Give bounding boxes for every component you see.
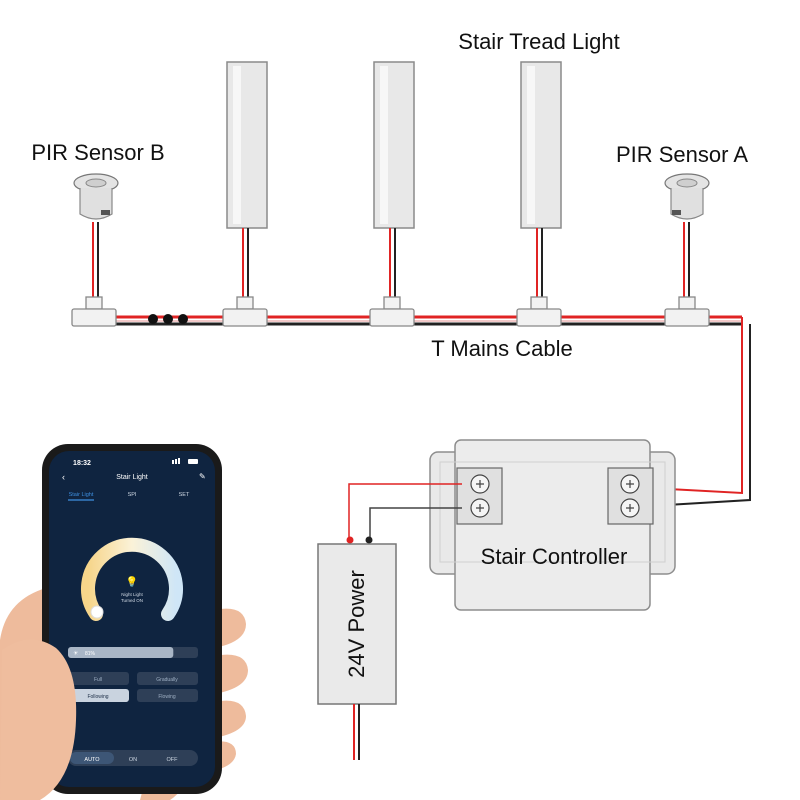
mode-off-button[interactable]: OFF [167,757,179,763]
option-gradually-label: Gradually [156,677,178,683]
status-icons [172,458,198,464]
label-pir-sensor-a: PIR Sensor A [616,142,748,167]
stair-tread-light-3 [520,61,562,300]
app-title: Stair Light [116,474,148,481]
back-icon[interactable]: ‹ [62,472,65,482]
mode-auto-label: AUTO [84,757,100,763]
tab-spi[interactable]: SPI [128,492,137,498]
brightness-value: 81% [85,651,96,657]
t-connectors [71,296,710,327]
label-stair-controller: Stair Controller [481,544,628,569]
thumb [0,639,77,800]
night-light-line1: Night Light [121,592,143,597]
brightness-fill [68,647,174,658]
terminal-block-right [607,467,654,525]
stair-tread-light-1 [226,61,268,300]
mode-on-button[interactable]: ON [129,757,137,763]
label-t-mains-cable: T Mains Cable [431,336,572,361]
terminal-block-left [456,467,503,525]
power-supply [317,543,397,760]
label-power-supply: 24V Power [344,570,369,678]
power-wires [346,483,462,544]
night-light-line2: Turned ON [121,598,143,603]
option-full[interactable] [68,672,129,685]
option-full-label: Full [94,677,102,683]
pir-sensor-a [664,173,710,300]
color-temp-arc[interactable] [81,537,183,621]
tab-set[interactable]: SET [179,492,190,498]
edit-icon[interactable]: ✎ [199,472,206,481]
smartphone: 18:32 ‹ Stair Light ✎ Stair Light SPI SE… [42,444,222,794]
mode-auto-button[interactable] [70,752,114,764]
option-following-label: Following [87,694,108,700]
stair-controller [429,439,676,611]
lightbulb-icon: 💡 [126,575,138,588]
label-pir-sensor-b: PIR Sensor B [31,140,164,165]
option-following[interactable] [68,689,129,702]
status-time: 18:32 [73,460,91,467]
option-gradually[interactable] [137,672,198,685]
continuation-dots [148,314,188,324]
option-flowing-label: Flowing [158,694,175,700]
sun-icon: ☀ [73,650,79,657]
arc-handle[interactable] [90,605,104,619]
controller-feed-cable [649,317,751,507]
tab-stair-light[interactable]: Stair Light [69,492,94,498]
pir-sensor-b [73,173,119,300]
option-flowing[interactable] [137,689,198,702]
label-stair-tread-light: Stair Tread Light [458,29,619,54]
stair-tread-light-2 [373,61,415,300]
t-mains-cable [110,315,742,326]
